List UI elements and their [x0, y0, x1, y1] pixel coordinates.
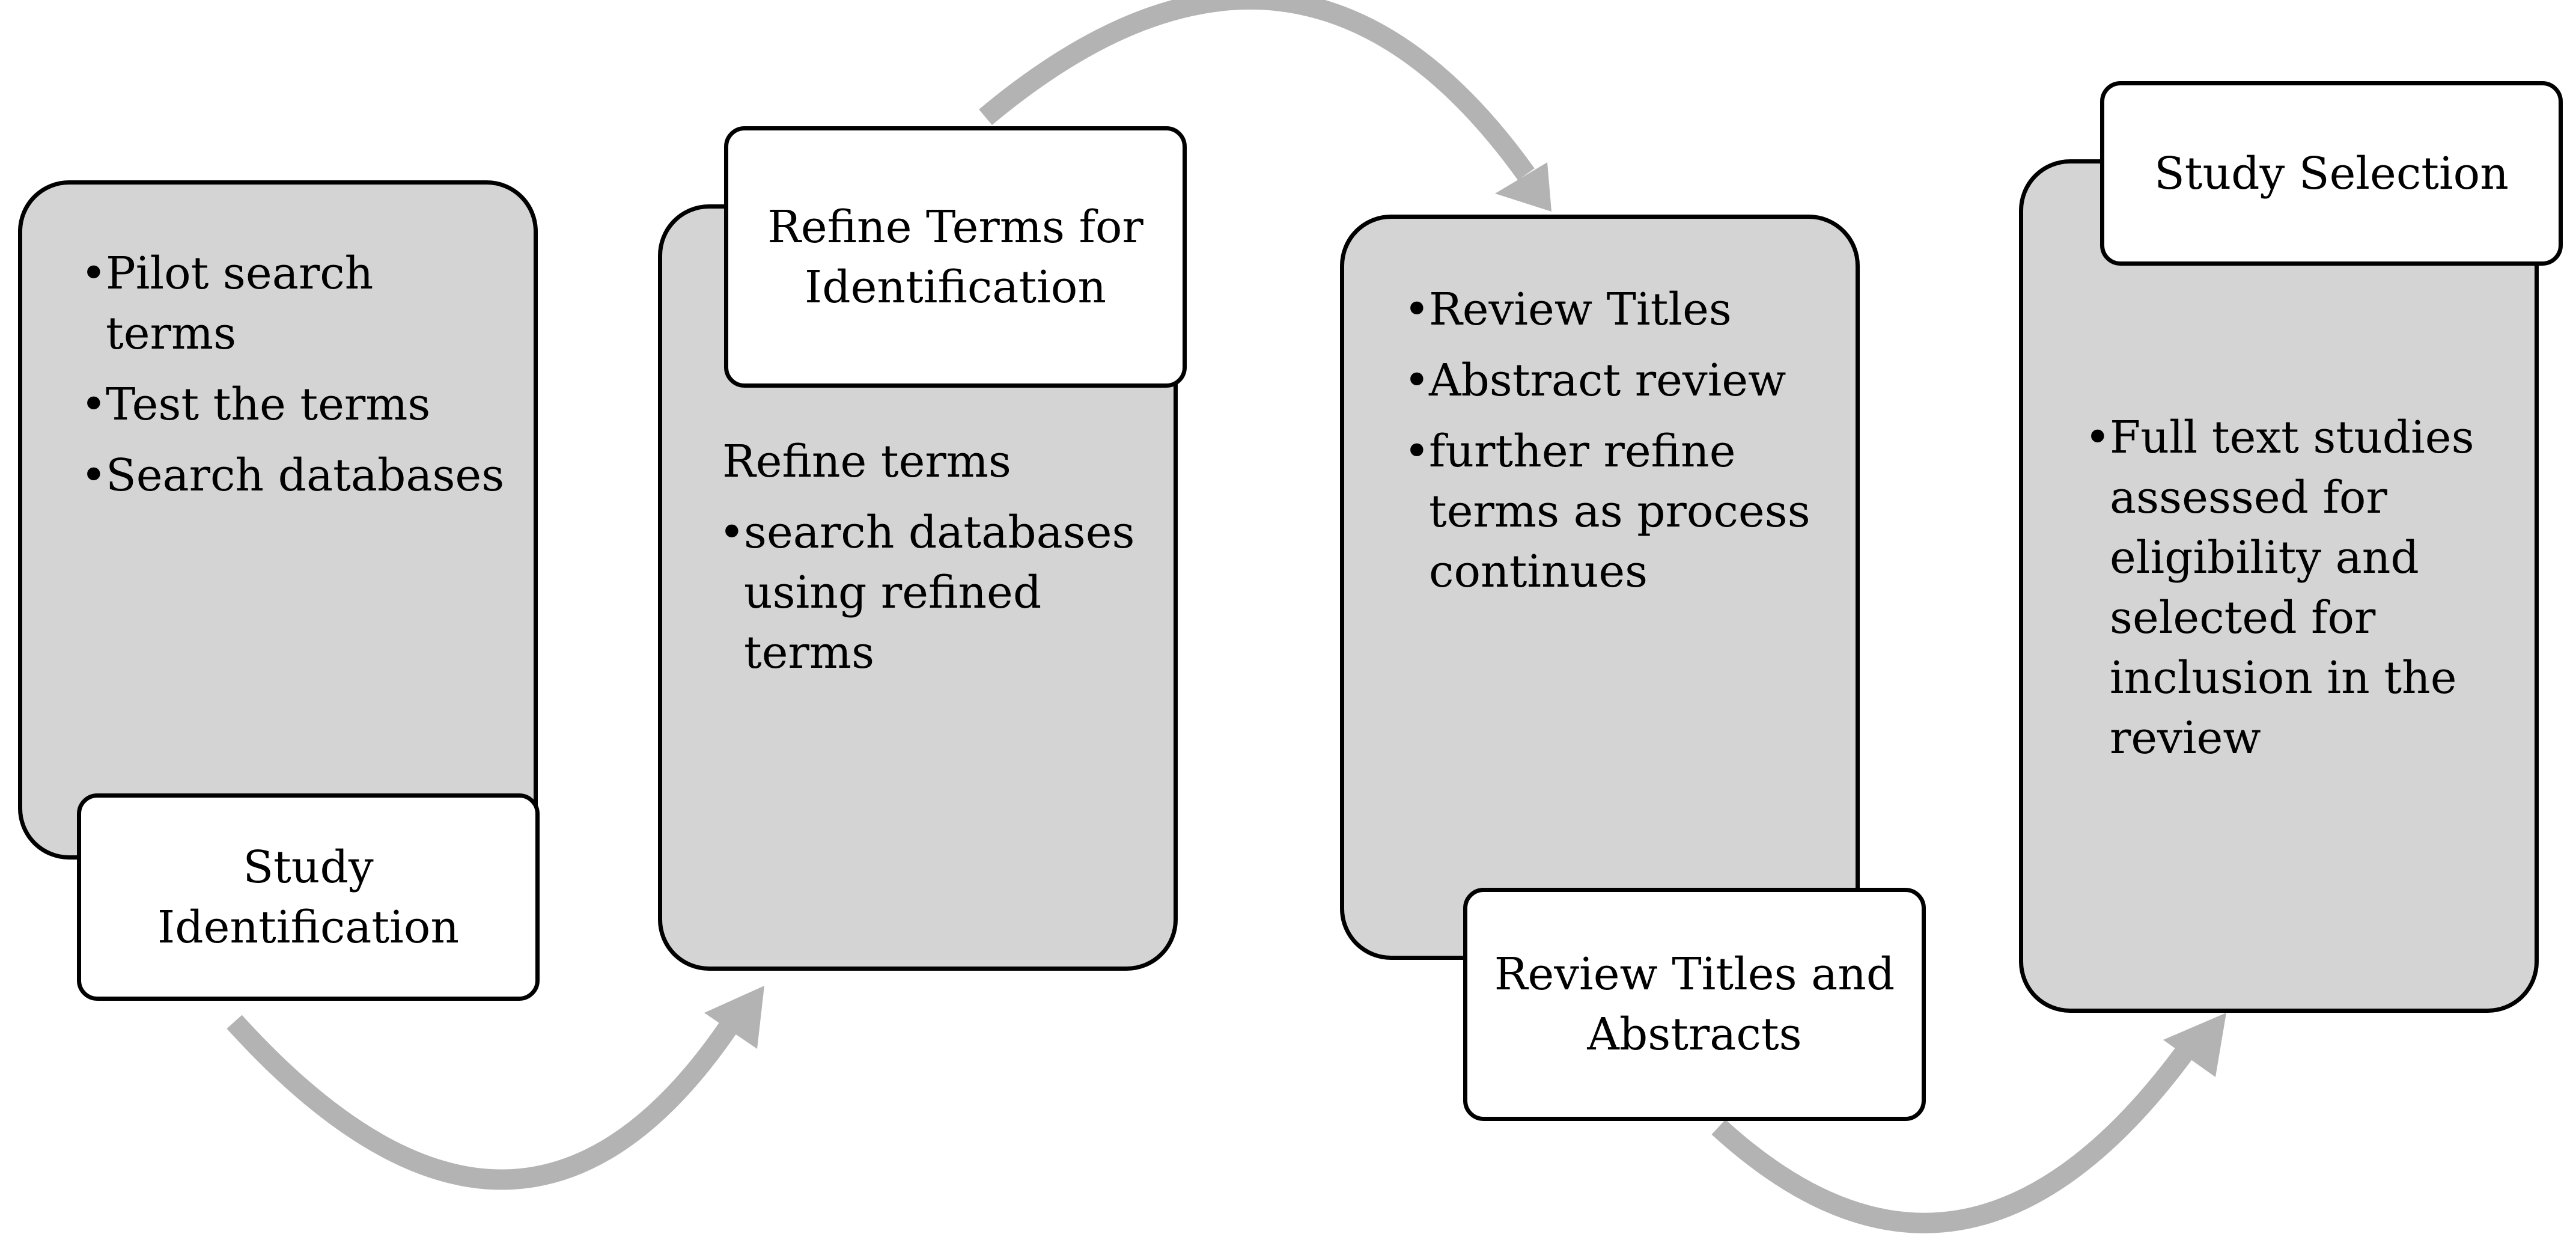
- bullet-item: Pilot search terms: [81, 243, 517, 364]
- step-title-text: Review Titles and Abstracts: [1494, 948, 1895, 1060]
- step-body-study-identification: Pilot search terms Test the terms Search…: [81, 243, 517, 516]
- bullet-list: Full text studies assessed for eligibili…: [2084, 408, 2509, 768]
- bullet-list: search databases using refined terms: [719, 502, 1161, 683]
- step-title-text: Study Selection: [2154, 147, 2509, 200]
- step-title-text: Refine Terms for Identification: [767, 201, 1143, 313]
- step-body-review-titles: Review Titles Abstract review further re…: [1404, 279, 1852, 612]
- bullet-item: further refine terms as process continue…: [1404, 421, 1852, 602]
- step-title-study-selection: Study Selection: [2100, 81, 2563, 266]
- curved-arrow-icon: [227, 986, 764, 1190]
- bullet-item: search databases using refined terms: [719, 502, 1161, 683]
- step-lead-text: Refine terms: [722, 436, 1011, 487]
- curved-arrow-icon: [1711, 1013, 2226, 1233]
- bullet-item: Full text studies assessed for eligibili…: [2084, 408, 2509, 768]
- step-body-study-selection: Full text studies assessed for eligibili…: [2084, 408, 2509, 779]
- step-title-text: Study Identification: [157, 841, 459, 953]
- step-title-study-identification: Study Identification: [77, 793, 540, 1001]
- step-title-refine-terms: Refine Terms for Identification: [724, 126, 1187, 388]
- bullet-list: Pilot search terms Test the terms Search…: [81, 243, 517, 505]
- step-title-review-titles: Review Titles and Abstracts: [1463, 888, 1926, 1121]
- bullet-item: Search databases: [81, 445, 517, 505]
- bullet-item: Review Titles: [1404, 279, 1852, 340]
- curved-arrow-icon: [979, 0, 1551, 212]
- bullet-list: Review Titles Abstract review further re…: [1404, 279, 1852, 602]
- step-body-refine-terms: Refine terms search databases using refi…: [719, 432, 1161, 694]
- bullet-item: Abstract review: [1404, 350, 1852, 411]
- bullet-item: Test the terms: [81, 374, 517, 435]
